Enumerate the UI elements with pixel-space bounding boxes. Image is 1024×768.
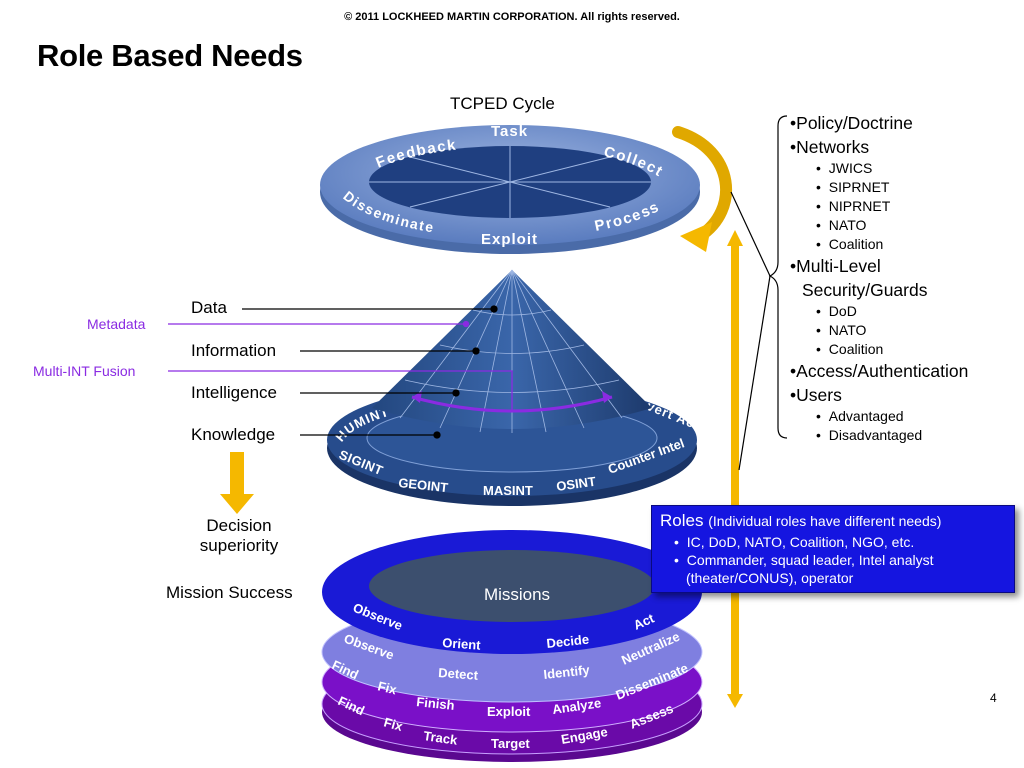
ring0-orient: Orient [442,635,482,653]
mission-success-label: Mission Success [166,583,293,602]
decision-cycle-title-label: Decision Cycle [438,514,561,535]
mls-nato: NATO [790,321,968,340]
network-coalition: Coalition [790,235,968,254]
ring2-fix: Fix [376,678,399,697]
level-intelligence: Intelligence [191,383,278,402]
mls-dod: DoD [790,302,968,321]
ring3-track: Track [423,728,459,748]
tcped-exploit: Exploit [481,231,538,248]
needs-list: Policy/Doctrine Networks JWICS SIPRNET N… [790,111,968,445]
decision-superiority-label: Decision superiority [199,516,279,555]
ring1-detect: Detect [438,665,479,683]
need-access: Access/Authentication [790,359,968,383]
ring0-decide: Decide [546,632,590,651]
roles-box: Roles (Individual roles have different n… [651,505,1015,593]
mls-coalition: Coalition [790,340,968,359]
roles-bullet-orgs: IC, DoD, NATO, Coalition, NGO, etc. [660,533,1006,551]
copyright-notice: © 2011 LOCKHEED MARTIN CORPORATION. All … [344,11,680,23]
side-label-multi-int-fusion: Multi-INT Fusion [33,363,136,379]
need-policy: Policy/Doctrine [790,111,968,135]
int-geoint: GEOINT [398,475,449,495]
tcped-task: Task [491,123,528,140]
users-disadvantaged: Disadvantaged [790,426,968,445]
ring2-analyze: Analyze [551,695,602,717]
need-users: Users [790,383,968,407]
roles-note: (Individual roles have different needs) [708,513,942,529]
need-multi-level-cont: Security/Guards [802,280,928,300]
roles-title: Roles [660,511,704,530]
int-masint: MASINT [483,483,533,498]
ring3-target: Target [491,736,530,751]
side-label-metadata: Metadata [87,316,146,332]
ring3-fix: Fix [382,714,405,734]
network-siprnet: SIPRNET [790,178,968,197]
page-number: 4 [990,691,997,705]
level-knowledge: Knowledge [191,425,276,444]
vertical-double-arrow-icon [727,230,743,708]
tcped-caption: TCPED Cycle [450,94,555,113]
ring2-finish: Finish [416,694,456,713]
decision-cycle-title: Decision Cycle [438,514,560,535]
need-multi-level: Multi-Level [790,254,968,278]
missions-center-label: Missions [484,585,550,604]
ring2-exploit: Exploit [487,704,531,719]
roles-heading: Roles (Individual roles have different n… [660,511,1006,531]
cycle-arrow-icon [672,126,732,252]
network-jwics: JWICS [790,159,968,178]
int-osint: OSINT [555,474,596,494]
purple-connectors [168,320,513,410]
needs-bracket [730,115,788,471]
decision-cycle-stack [321,530,703,762]
level-information: Information [191,341,277,360]
down-arrow-icon [220,452,254,514]
tcped-disc [320,125,700,254]
users-advantaged: Advantaged [790,407,968,426]
page-title: Role Based Needs [37,38,303,73]
roles-bullet-people: Commander, squad leader, Intel analyst (… [660,551,1006,587]
network-niprnet: NIPRNET [790,197,968,216]
need-networks: Networks [790,135,968,159]
network-nato: NATO [790,216,968,235]
level-data: Data [191,298,227,317]
level-connectors [242,305,498,439]
ring1-identify: Identify [543,662,591,682]
